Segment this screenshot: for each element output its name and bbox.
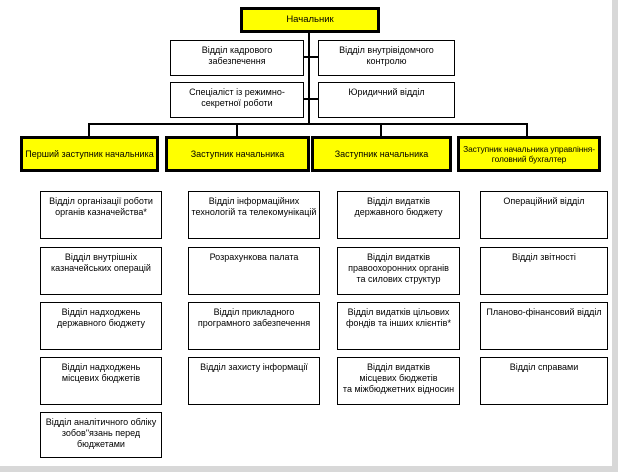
box-chief: Начальник — [240, 7, 380, 33]
box-hr-department: Відділ кадрового забезпечення — [170, 40, 304, 76]
box-deputy-chief-1: Заступник начальника — [165, 136, 310, 172]
dept-application-software: Відділ прикладного програмного забезпече… — [188, 302, 320, 350]
page-edge-bottom — [0, 466, 618, 472]
dept-information-security: Відділ захисту інформації — [188, 357, 320, 405]
box-legal-department: Юридичний відділ — [318, 82, 455, 118]
dept-law-enforcement-expenditures: Відділ видатків правоохоронних органів т… — [337, 247, 460, 295]
dept-planning-finance: Планово-фінансовий відділ — [480, 302, 608, 350]
dept-target-funds-expenditures: Відділ видатків цільових фондів та інших… — [337, 302, 460, 350]
connector-deputies-horizontal — [88, 123, 528, 125]
dept-it-telecom: Відділ інформаційних технологій та телек… — [188, 191, 320, 239]
dept-local-budget-revenues: Відділ надходжень місцевих бюджетів — [40, 357, 162, 405]
connector-staff-row2 — [304, 98, 318, 100]
box-first-deputy-chief: Перший заступник начальника — [20, 136, 159, 172]
connector-stub-deputy-2 — [236, 123, 238, 136]
dept-state-budget-expenditures: Відділ видатків державного бюджету — [337, 191, 460, 239]
box-internal-control-department: Відділ внутрівідомчого контролю — [318, 40, 455, 76]
dept-local-budget-expenditures: Відділ видатків місцевих бюджетів та між… — [337, 357, 460, 405]
box-deputy-chief-2: Заступник начальника — [311, 136, 452, 172]
connector-stub-deputy-4 — [526, 123, 528, 136]
dept-internal-treasury-operations: Відділ внутрішніх казначейських операцій — [40, 247, 162, 295]
dept-treasury-bodies-organization: Відділ організації роботи органів казнач… — [40, 191, 162, 239]
dept-settlement-chamber: Розрахункова палата — [188, 247, 320, 295]
connector-stub-deputy-3 — [380, 123, 382, 136]
dept-reporting: Відділ звітності — [480, 247, 608, 295]
dept-state-budget-revenues: Відділ надходжень державного бюджету — [40, 302, 162, 350]
dept-records-management: Відділ справами — [480, 357, 608, 405]
connector-staff-row1 — [304, 56, 318, 58]
connector-stub-deputy-1 — [88, 123, 90, 136]
page-edge-right — [612, 0, 618, 472]
dept-analytical-accounting-liabilities: Відділ аналітичного обліку зобов"язань п… — [40, 412, 162, 458]
box-secret-regime-specialist: Спеціаліст із режимно- секретної роботи — [170, 82, 304, 118]
box-deputy-chief-accountant: Заступник начальника управління- головни… — [457, 136, 601, 172]
dept-operations: Операційний відділ — [480, 191, 608, 239]
connector-chief-vertical — [308, 33, 310, 125]
